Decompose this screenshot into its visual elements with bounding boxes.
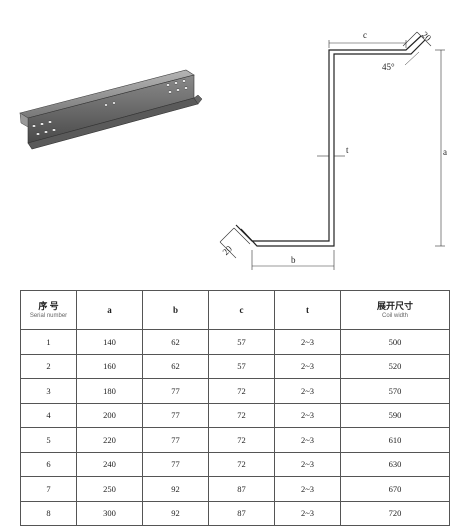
- table-cell: 590: [340, 402, 450, 428]
- figure-area: c 20 45° a t 20: [19, 30, 447, 270]
- purlin-photo: [19, 69, 203, 150]
- table-cell: 77: [142, 378, 209, 404]
- table-cell: 2~3: [274, 451, 341, 477]
- dim-lip-top-label: 20: [420, 30, 434, 44]
- table-cell: 8: [20, 500, 77, 526]
- table-cell: 57: [208, 329, 275, 355]
- table-cell: 77: [142, 402, 209, 428]
- column-header-label: 序 号: [38, 300, 59, 311]
- table-cell: 92: [142, 476, 209, 502]
- table-cell: 77: [142, 427, 209, 453]
- table-cell: 520: [340, 353, 450, 379]
- dim-b-label: b: [291, 255, 296, 265]
- table-cell: 720: [340, 500, 450, 526]
- column-header: c: [208, 290, 275, 330]
- table-cell: 5: [20, 427, 77, 453]
- table-cell: 7: [20, 476, 77, 502]
- table-cell: 610: [340, 427, 450, 453]
- table-cell: 180: [76, 378, 143, 404]
- table-cell: 57: [208, 353, 275, 379]
- table-cell: 200: [76, 402, 143, 428]
- column-header-sublabel: Coil width: [381, 312, 408, 319]
- column-header: a: [76, 290, 143, 330]
- table-cell: 500: [340, 329, 450, 355]
- table-cell: 6: [20, 451, 77, 477]
- dim-lip-bottom-label: 20: [221, 243, 235, 257]
- table-cell: 160: [76, 353, 143, 379]
- table-cell: 62: [142, 329, 209, 355]
- table-cell: 2~3: [274, 329, 341, 355]
- column-header: b: [142, 290, 209, 330]
- table-cell: 2~3: [274, 353, 341, 379]
- table-cell: 670: [340, 476, 450, 502]
- z-purlin-section-drawing: c 20 45° a t 20: [219, 30, 447, 270]
- table-cell: 140: [76, 329, 143, 355]
- table-cell: 72: [208, 378, 275, 404]
- table-cell: 250: [76, 476, 143, 502]
- dim-t-label: t: [346, 145, 349, 155]
- column-header-label: t: [306, 304, 309, 315]
- table-cell: 72: [208, 451, 275, 477]
- table-cell: 240: [76, 451, 143, 477]
- table-cell: 1: [20, 329, 77, 355]
- dim-c-label: c: [363, 30, 367, 40]
- table-cell: 300: [76, 500, 143, 526]
- column-header: t: [274, 290, 341, 330]
- column-header-label: b: [172, 304, 178, 315]
- table-cell: 2: [20, 353, 77, 379]
- table-cell: 2~3: [274, 402, 341, 428]
- table-cell: 72: [208, 402, 275, 428]
- table-cell: 2~3: [274, 476, 341, 502]
- table-cell: 92: [142, 500, 209, 526]
- table-cell: 87: [208, 476, 275, 502]
- table-cell: 62: [142, 353, 209, 379]
- table-cell: 3: [20, 378, 77, 404]
- table-cell: 630: [340, 451, 450, 477]
- column-header-label: c: [239, 304, 244, 315]
- table-cell: 4: [20, 402, 77, 428]
- dim-a-label: a: [443, 147, 447, 157]
- column-header-sublabel: Serial number: [29, 312, 68, 319]
- table-cell: 72: [208, 427, 275, 453]
- table-cell: 220: [76, 427, 143, 453]
- table-cell: 2~3: [274, 500, 341, 526]
- column-header-label: a: [107, 304, 112, 315]
- table-cell: 2~3: [274, 427, 341, 453]
- table-cell: 77: [142, 451, 209, 477]
- column-header-label: 展开尺寸: [376, 300, 413, 311]
- angle-label: 45°: [382, 62, 395, 72]
- table-cell: 87: [208, 500, 275, 526]
- table-cell: 2~3: [274, 378, 341, 404]
- table-cell: 570: [340, 378, 450, 404]
